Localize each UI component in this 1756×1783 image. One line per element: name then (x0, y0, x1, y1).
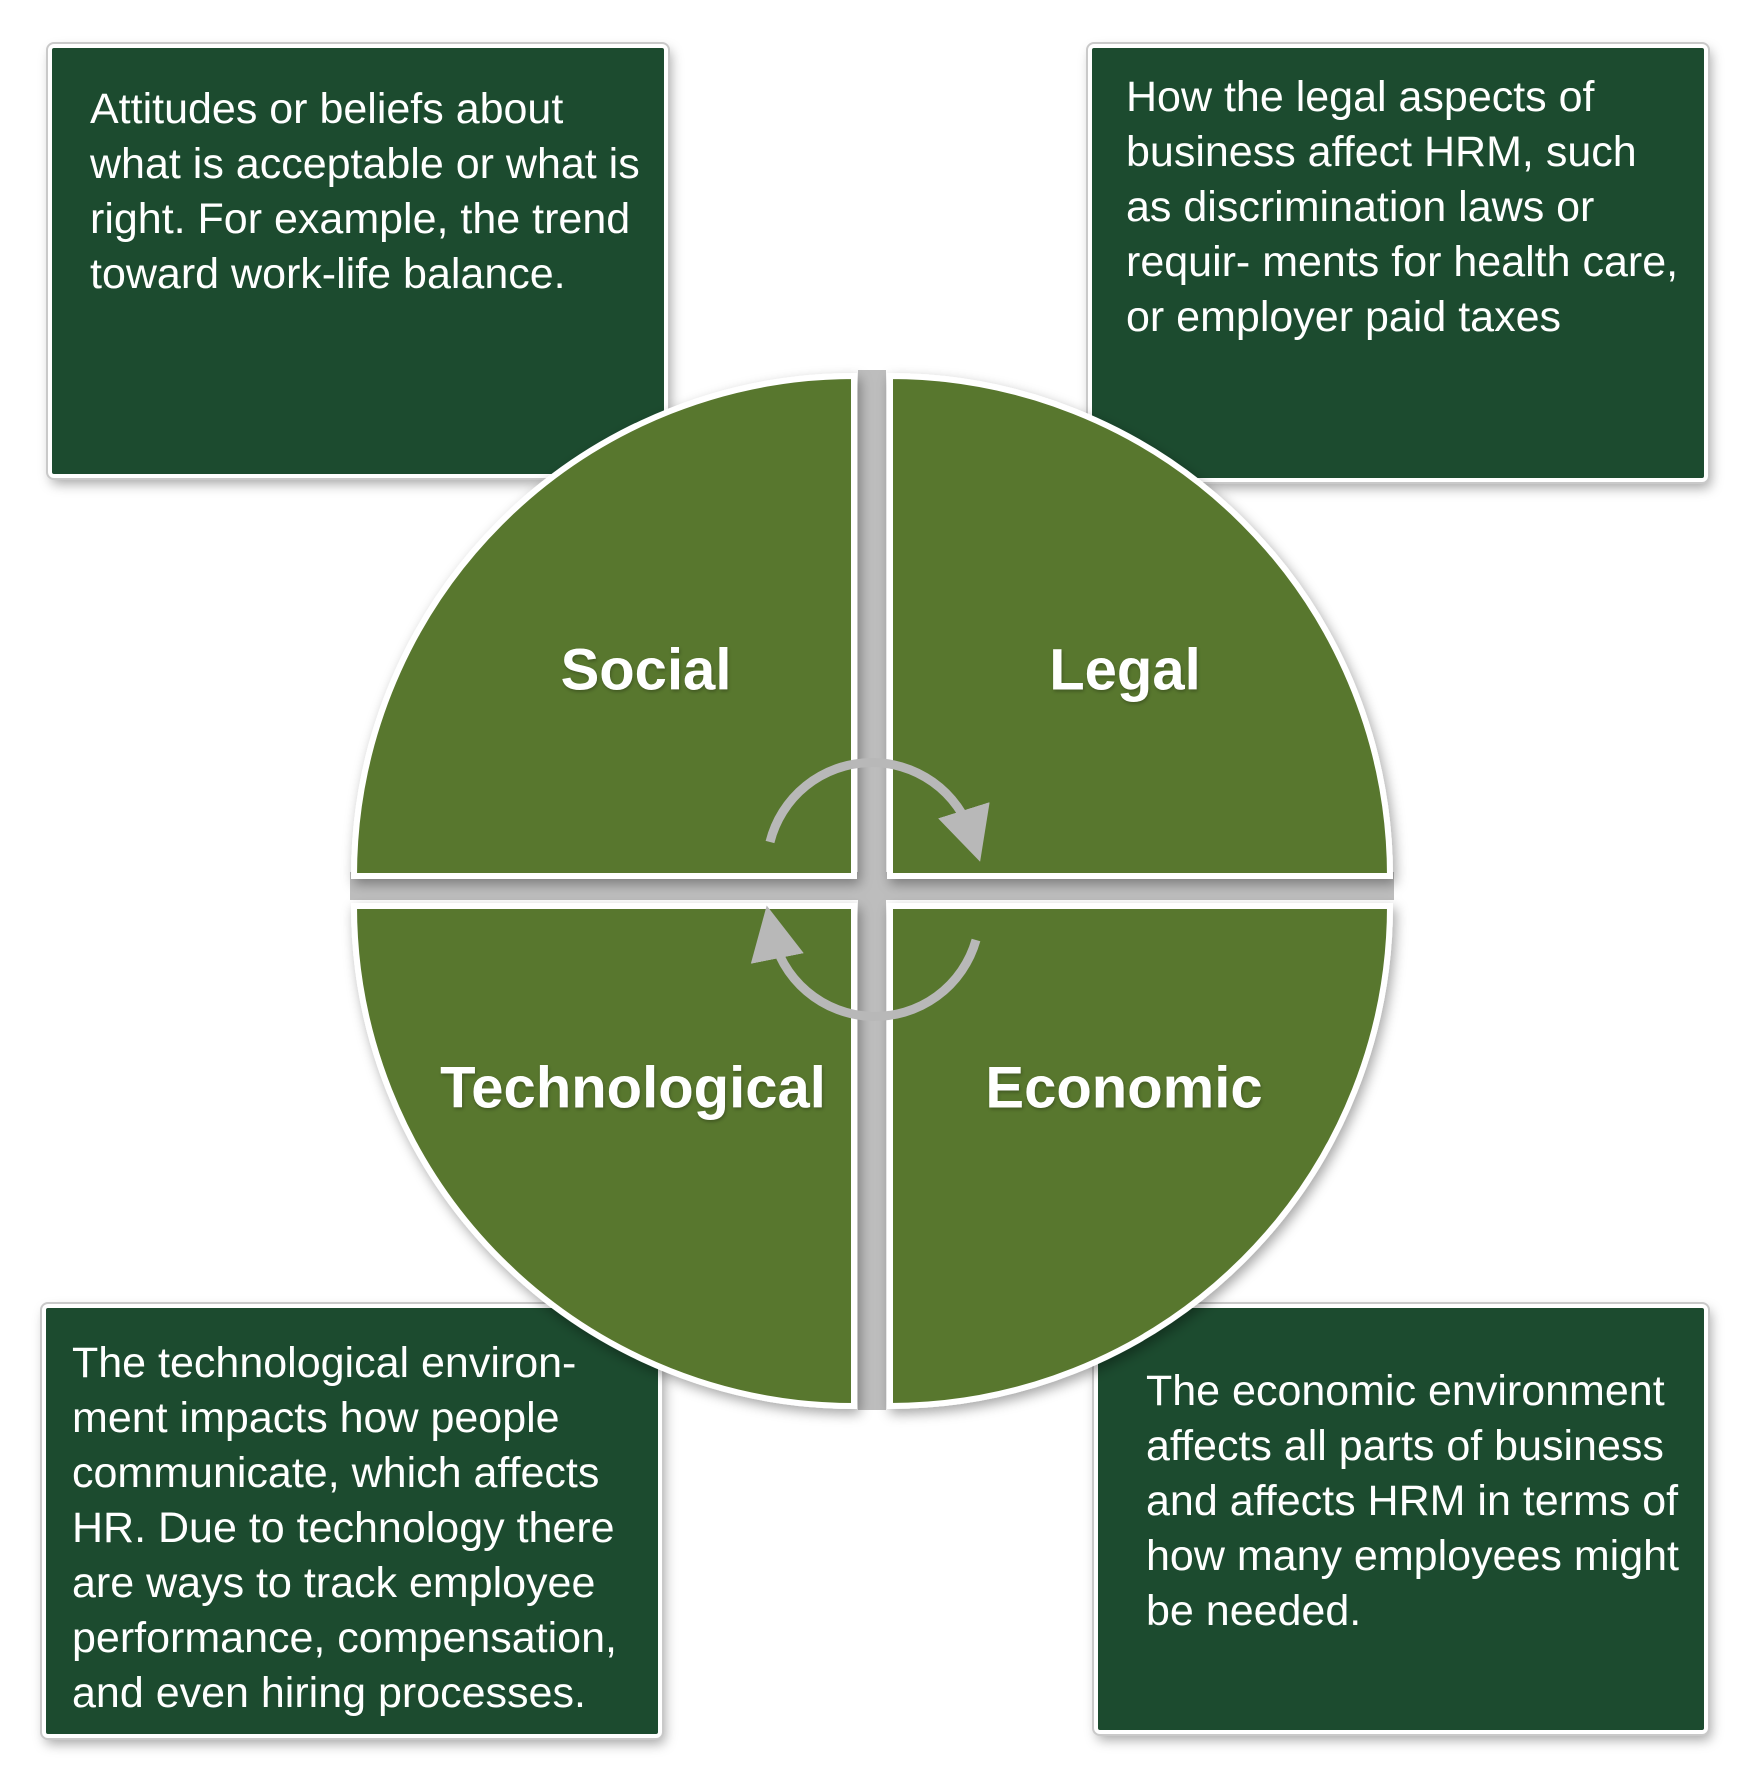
economic-description-box: The economic environment affects all par… (1094, 1304, 1708, 1734)
cycle-arrow-top (765, 758, 990, 862)
legal-description-text: How the legal aspects of business affect… (1126, 73, 1679, 341)
segment-economic (887, 903, 1394, 1410)
segment-label-legal: Legal (1049, 637, 1201, 703)
economic-description-text: The economic environment affects all par… (1146, 1367, 1679, 1635)
segment-label-economic: Economic (985, 1055, 1263, 1121)
segment-social (350, 372, 857, 879)
technological-description-text: The technological environ- ment impacts … (72, 1339, 617, 1717)
cycle-arrow-bottom (750, 905, 981, 1021)
social-description-text: Attitudes or beliefs about what is accep… (90, 85, 640, 298)
segment-legal (887, 372, 1394, 879)
segment-technological (350, 903, 857, 1410)
segment-label-social: Social (560, 637, 732, 703)
legal-description-box: How the legal aspects of business affect… (1088, 44, 1708, 482)
segment-label-technological: Technological (440, 1055, 826, 1121)
social-description-box: Attitudes or beliefs about what is accep… (48, 44, 668, 478)
technological-description-box: The technological environ- ment impacts … (42, 1304, 662, 1738)
